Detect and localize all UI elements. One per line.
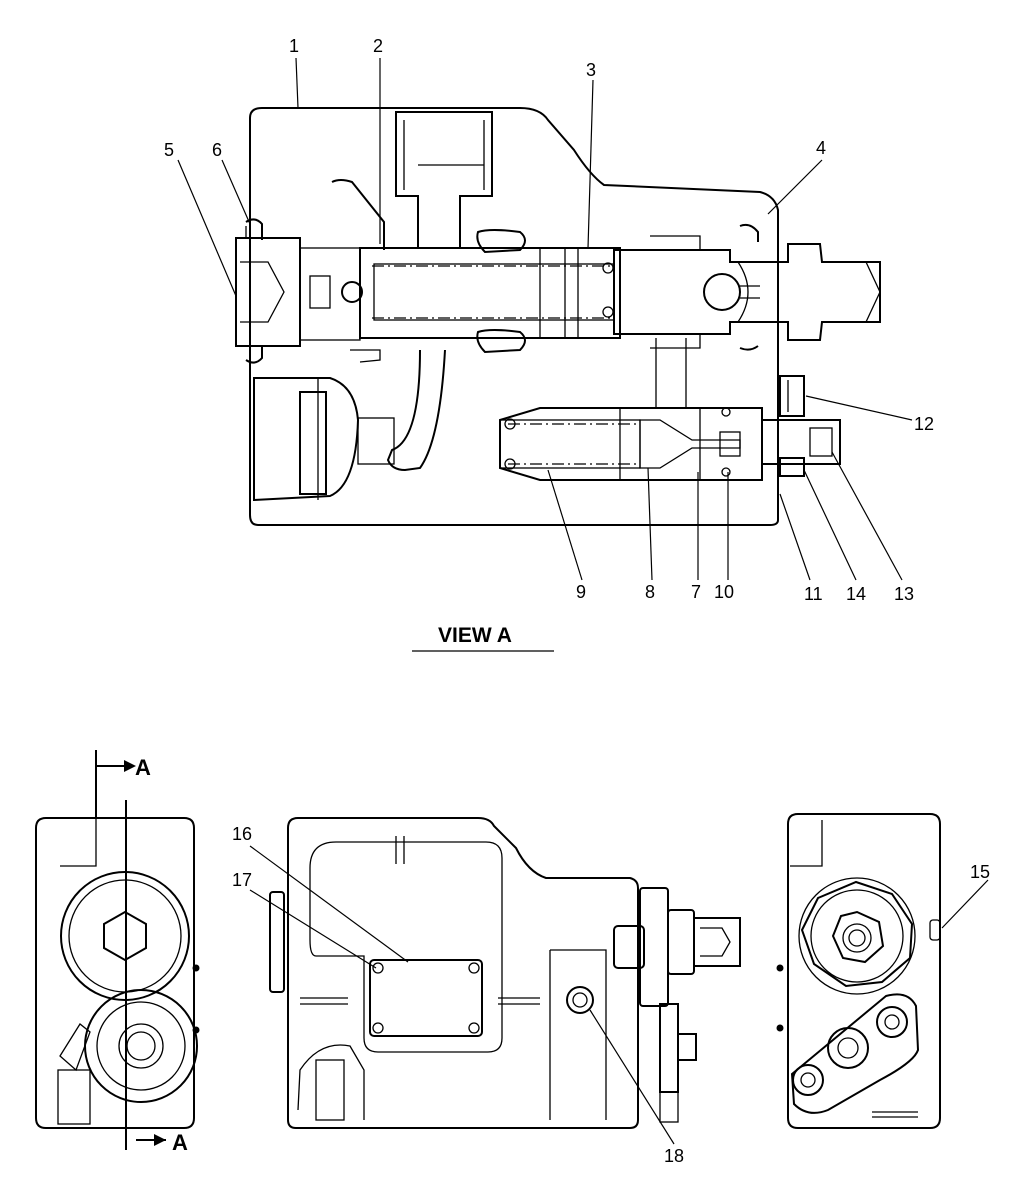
callout-13: 13 [894, 584, 914, 604]
front-view [269, 817, 741, 1129]
section-marker-bottom: A [172, 1130, 188, 1155]
right-end-view [776, 813, 941, 1129]
callout-8: 8 [645, 582, 655, 602]
callout-17: 17 [232, 870, 252, 890]
callout-2: 2 [373, 36, 383, 56]
callout-3: 3 [586, 60, 596, 80]
callout-18: 18 [664, 1146, 684, 1166]
callout-16: 16 [232, 824, 252, 844]
leader-lines [177, 57, 989, 1145]
section-marker-top: A [135, 755, 151, 780]
left-end-view [35, 750, 200, 1150]
callout-6: 6 [212, 140, 222, 160]
section-view-a [235, 107, 881, 526]
callout-11: 11 [804, 584, 823, 604]
callout-10: 10 [714, 582, 734, 602]
callout-14: 14 [846, 584, 866, 604]
callout-9: 9 [576, 582, 586, 602]
callout-7: 7 [691, 582, 701, 602]
callout-4: 4 [816, 138, 826, 158]
callout-1: 1 [289, 36, 299, 56]
callout-labels: 1 2 3 4 5 6 12 9 8 7 10 11 14 13 15 16 1… [135, 36, 990, 1166]
callout-15: 15 [970, 862, 990, 882]
callout-12: 12 [914, 414, 934, 434]
callout-5: 5 [164, 140, 174, 160]
view-title: VIEW A [438, 624, 512, 647]
